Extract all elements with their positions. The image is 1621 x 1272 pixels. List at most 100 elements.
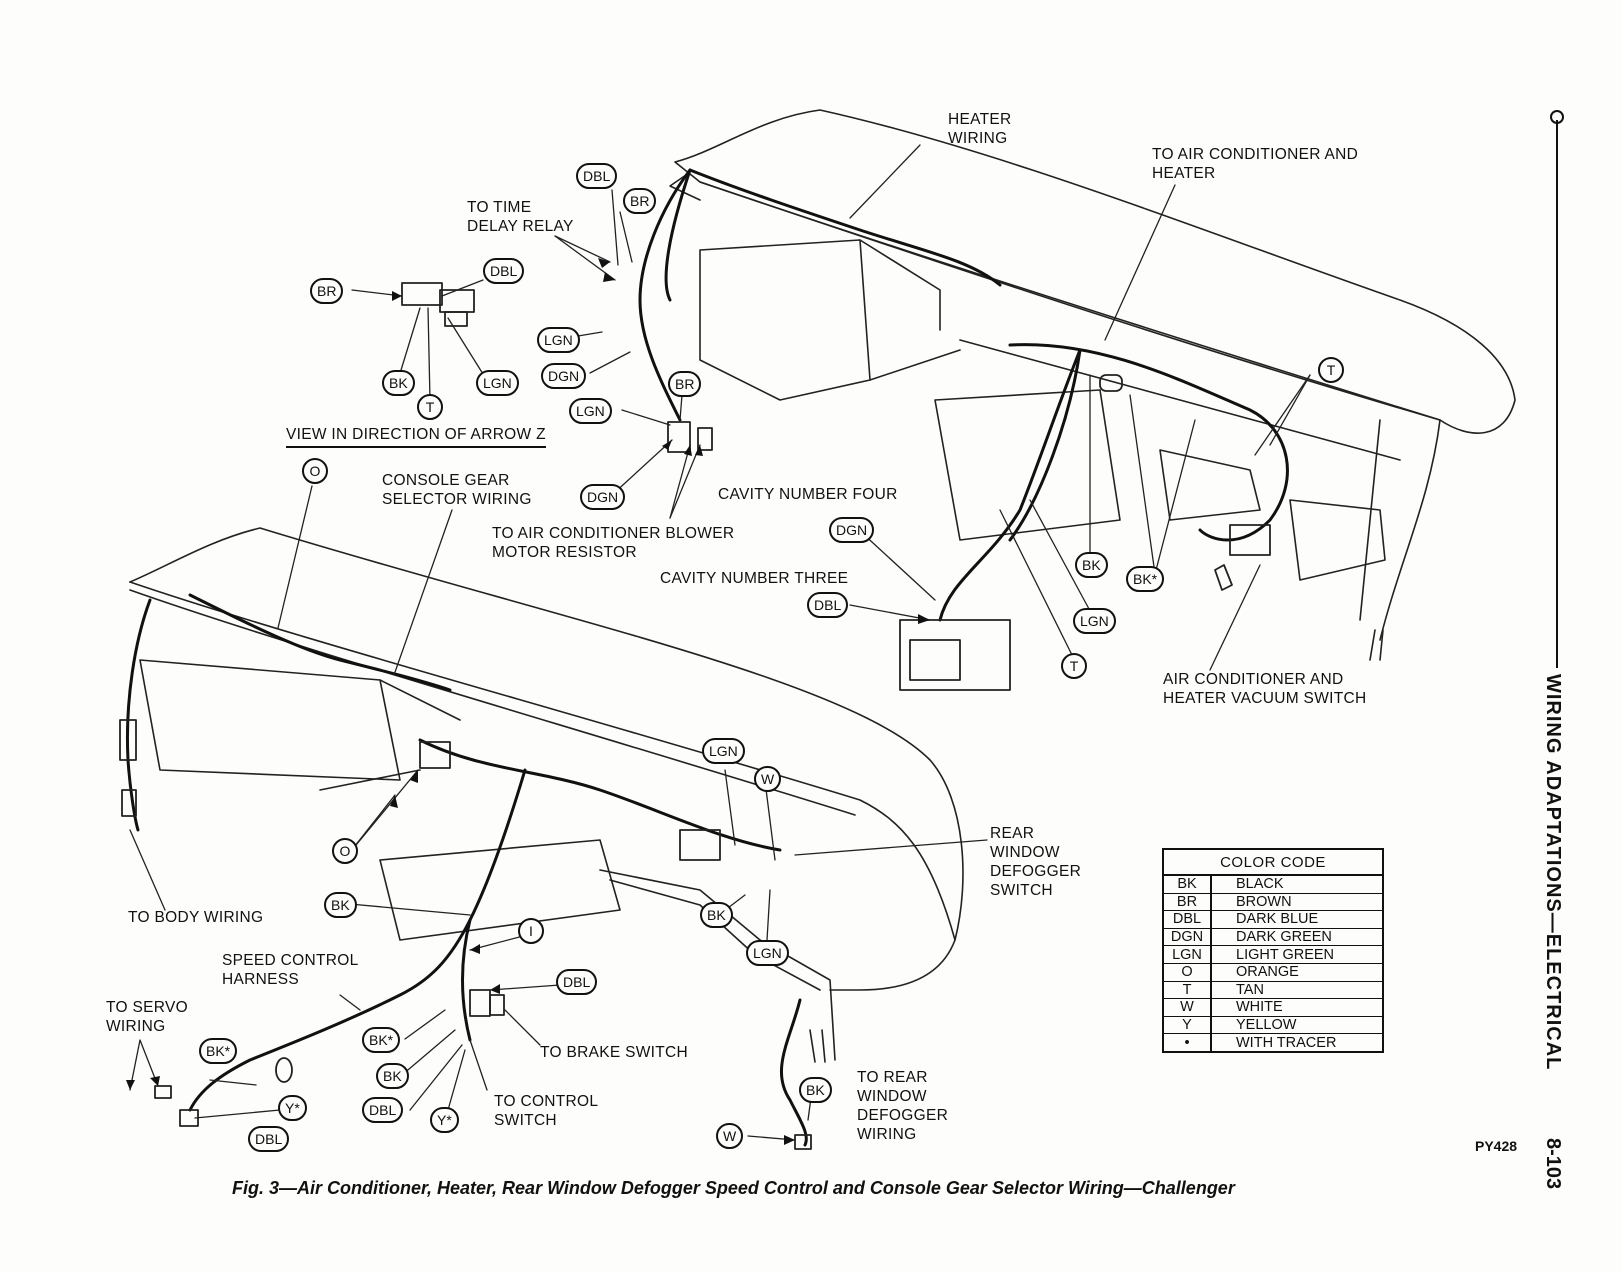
color-code: DBL bbox=[1163, 910, 1212, 929]
body-wiring-label: TO BODY WIRING bbox=[128, 909, 264, 926]
control-switch-label: TO CONTROL SWITCH bbox=[494, 1093, 599, 1129]
wire-tag: LGN bbox=[476, 370, 519, 396]
upper-connectors bbox=[401, 282, 1271, 691]
lower-leaders bbox=[129, 485, 988, 1141]
wire-tag: DBL bbox=[556, 969, 598, 995]
arrow-heads bbox=[126, 258, 930, 1145]
cavity-four-label: CAVITY NUMBER FOUR bbox=[718, 486, 898, 503]
wire-tag: T bbox=[417, 394, 443, 420]
wire-tag: BK bbox=[1075, 552, 1108, 578]
wire-tag: DBL bbox=[483, 258, 525, 284]
figure-caption: Fig. 3—Air Conditioner, Heater, Rear Win… bbox=[232, 1178, 1235, 1198]
wire-tag: DBL bbox=[807, 592, 849, 618]
section-title: WIRING ADAPTATIONS—ELECTRICAL bbox=[1542, 674, 1564, 1071]
servo-wiring-label: TO SERVO WIRING bbox=[106, 999, 188, 1035]
table-row: •WITH TRACER bbox=[1163, 1033, 1383, 1053]
margin-rule bbox=[1556, 120, 1558, 668]
color-code: • bbox=[1163, 1033, 1212, 1053]
wire-tag: BK bbox=[799, 1077, 832, 1103]
wire-tag: BK* bbox=[1126, 566, 1165, 592]
color-meaning: BLACK bbox=[1211, 875, 1383, 894]
color-meaning: LIGHT GREEN bbox=[1211, 945, 1383, 964]
color-code: DGN bbox=[1163, 928, 1212, 947]
color-code: BK bbox=[1163, 875, 1212, 894]
defogger-switch-label: REAR WINDOW DEFOGGER SWITCH bbox=[990, 825, 1082, 899]
console-gear-selector-label: CONSOLE GEAR SELECTOR WIRING bbox=[382, 472, 532, 508]
wire-tag: Y* bbox=[278, 1095, 307, 1121]
wire-tag: BK bbox=[324, 892, 357, 918]
wire-tag: DBL bbox=[576, 163, 618, 189]
wire-tag: W bbox=[754, 766, 782, 792]
blower-resistor-label: TO AIR CONDITIONER BLOWER MOTOR RESISTOR bbox=[492, 525, 735, 561]
wire-tag: DGN bbox=[541, 363, 587, 389]
wire-tag: LGN bbox=[746, 940, 789, 966]
wire-tag: BK bbox=[700, 902, 733, 928]
wire-tag: BR bbox=[668, 371, 702, 397]
wire-tag: BK* bbox=[199, 1038, 238, 1064]
wire-tag: DGN bbox=[829, 517, 875, 543]
color-code: O bbox=[1163, 963, 1212, 982]
color-meaning: TAN bbox=[1211, 981, 1383, 1000]
wire-tag: O bbox=[332, 838, 358, 864]
wire-tag: BK* bbox=[362, 1027, 401, 1053]
wire-tag: Y* bbox=[430, 1107, 459, 1133]
wire-tag: BK bbox=[376, 1063, 409, 1089]
wire-tag: T bbox=[1061, 653, 1087, 679]
color-code: BR bbox=[1163, 893, 1212, 912]
page-number: 8-103 bbox=[1542, 1138, 1564, 1190]
upper-harness bbox=[638, 168, 1289, 622]
time-delay-relay-label: TO TIME DELAY RELAY bbox=[467, 199, 574, 235]
wire-tag: BK bbox=[382, 370, 415, 396]
wire-tag: DBL bbox=[248, 1126, 290, 1152]
color-meaning: DARK BLUE bbox=[1211, 910, 1383, 929]
heater-wiring-label: HEATER WIRING bbox=[948, 111, 1012, 147]
color-code: T bbox=[1163, 981, 1212, 1000]
lower-connectors bbox=[119, 719, 812, 1150]
color-code: Y bbox=[1163, 1016, 1212, 1035]
figure-id: PY428 bbox=[1475, 1138, 1518, 1154]
speed-control-harness-label: SPEED CONTROL HARNESS bbox=[222, 952, 359, 988]
color-meaning: BROWN bbox=[1211, 893, 1383, 912]
color-code: W bbox=[1163, 998, 1212, 1017]
wire-tag: I bbox=[518, 918, 544, 944]
ac-heater-label: TO AIR CONDITIONER AND HEATER bbox=[1152, 146, 1359, 182]
wire-tag: LGN bbox=[537, 327, 580, 353]
cavity-three-label: CAVITY NUMBER THREE bbox=[660, 570, 849, 587]
wire-tag: BR bbox=[623, 188, 657, 214]
vacuum-switch-label: AIR CONDITIONER AND HEATER VACUUM SWITCH bbox=[1163, 671, 1367, 707]
wire-tag: DBL bbox=[362, 1097, 404, 1123]
brake-switch-label: TO BRAKE SWITCH bbox=[540, 1044, 689, 1061]
wire-tag: LGN bbox=[1073, 608, 1116, 634]
color-code: LGN bbox=[1163, 945, 1212, 964]
upper-leaders bbox=[351, 144, 1311, 671]
color-code-title: COLOR CODE bbox=[1163, 849, 1383, 876]
wire-tag: LGN bbox=[569, 398, 612, 424]
wire-tag: LGN bbox=[702, 738, 745, 764]
color-meaning: ORANGE bbox=[1211, 963, 1383, 982]
wire-tag: O bbox=[302, 458, 328, 484]
wire-tag: BR bbox=[310, 278, 344, 304]
defogger-wiring-label: TO REAR WINDOW DEFOGGER WIRING bbox=[857, 1069, 949, 1143]
wire-tag: T bbox=[1318, 357, 1344, 383]
wire-tag: W bbox=[716, 1123, 744, 1149]
lower-harness bbox=[126, 593, 808, 1147]
color-meaning: DARK GREEN bbox=[1211, 928, 1383, 947]
lower-instrument-panel bbox=[129, 527, 964, 1063]
color-meaning: WITH TRACER bbox=[1211, 1033, 1383, 1053]
color-meaning: YELLOW bbox=[1211, 1016, 1383, 1035]
wire-tag: DGN bbox=[580, 484, 626, 510]
view-direction-label: VIEW IN DIRECTION OF ARROW Z bbox=[286, 426, 546, 448]
upper-instrument-panel bbox=[669, 109, 1516, 661]
color-meaning: WHITE bbox=[1211, 998, 1383, 1017]
